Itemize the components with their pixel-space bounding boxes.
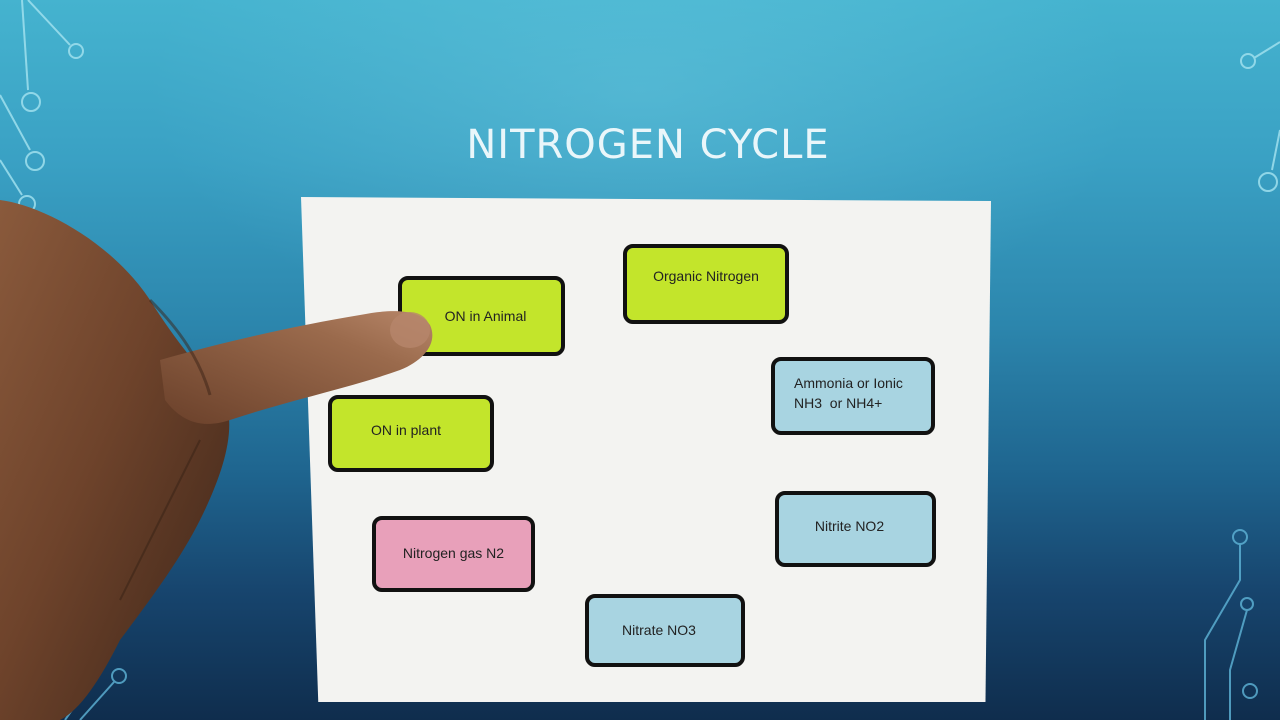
node-organic-nitrogen: Organic Nitrogen (623, 244, 789, 324)
node-nitrogen-gas: Nitrogen gas N2 (372, 516, 535, 592)
node-nitrate-label: Nitrate NO3 (622, 621, 696, 638)
node-on-in-plant-label: ON in plant (370, 421, 442, 438)
circuit-decoration-top-left (0, 0, 84, 213)
circuit-decoration-bottom-right (1204, 529, 1258, 720)
node-nitrite: Nitrite NO2 (775, 491, 936, 567)
node-ammonia-line2: NH3 or NH4+ (794, 395, 883, 411)
node-nitrate: Nitrate NO3 (585, 594, 745, 667)
node-on-in-animal-label: ON in Animal (444, 308, 527, 324)
node-on-in-animal: ON in Animal (398, 276, 565, 356)
node-organic-nitrogen-label: Organic Nitrogen (653, 268, 759, 284)
node-nitrogen-gas-label: Nitrogen gas N2 (402, 545, 505, 561)
slide-title: NITROGEN CYCLE (466, 122, 830, 168)
circuit-decoration-bottom-left (64, 668, 127, 720)
node-nitrite-label: Nitrite NO2 (814, 518, 885, 534)
node-ammonia-line1: Ammonia or Ionic (794, 375, 903, 391)
node-ammonia-text: Ammonia or Ionic NH3 or NH4+ (794, 373, 903, 413)
circuit-decoration-top-right (1240, 41, 1280, 192)
node-ammonia: Ammonia or Ionic NH3 or NH4+ (771, 357, 935, 435)
node-on-in-plant: ON in plant (328, 395, 494, 472)
